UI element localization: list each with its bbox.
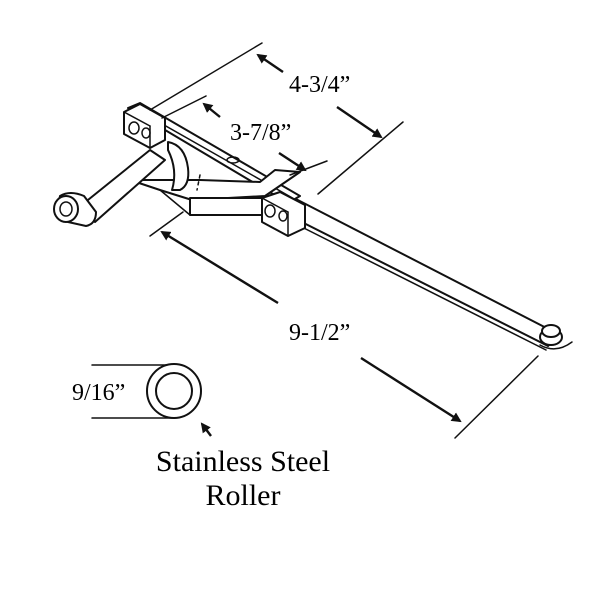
dimension-label-mount-height: 3-7/8” [230, 120, 291, 146]
caption-line-2: Roller [206, 479, 281, 512]
mounting-base [129, 141, 301, 216]
crank-handle [53, 149, 166, 227]
left-mount-block [123, 103, 166, 149]
dimension-mount-height: 3-7/8” [161, 95, 328, 176]
right-mount-block [261, 191, 306, 237]
roller-inner-circle [155, 372, 193, 410]
roller-pointer-arrow [200, 422, 212, 437]
dimension-overall-height: 4-3/4” [149, 42, 404, 195]
dimension-label-roller-diameter: 9/16” [72, 380, 125, 406]
dimension-label-overall-height: 4-3/4” [289, 72, 350, 98]
operator-drawing [53, 102, 573, 351]
dimension-arm-length: 9-1/2” [149, 211, 539, 439]
dimension-label-arm-length: 9-1/2” [289, 320, 350, 346]
caption-line-1: Stainless Steel [156, 445, 330, 478]
roller-detail: 9/16” Stainless Steel Roller [72, 363, 330, 512]
